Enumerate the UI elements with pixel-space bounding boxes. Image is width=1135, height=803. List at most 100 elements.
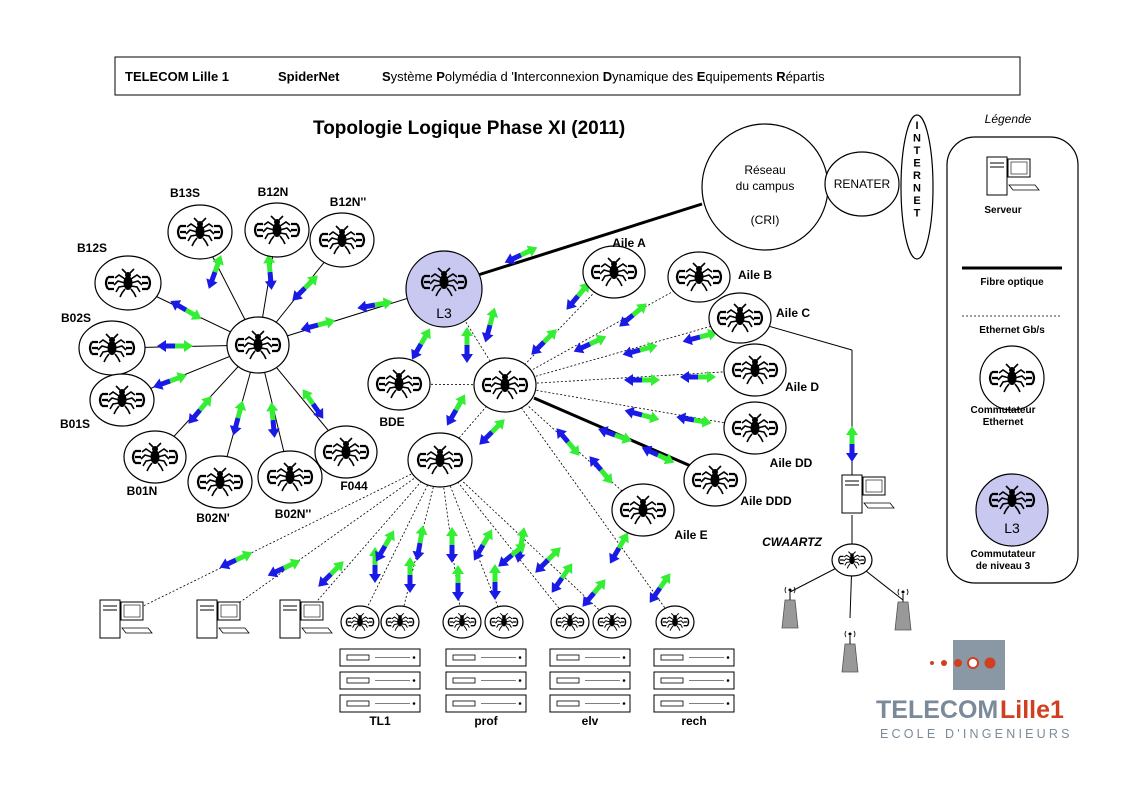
server-rack-icon	[549, 694, 631, 713]
label-aile-e: Aile E	[674, 528, 707, 542]
double-arrow-icon	[527, 325, 561, 359]
switch-aile-a[interactable]	[582, 245, 646, 299]
internet-letter: E	[913, 195, 920, 207]
label-bde: BDE	[379, 415, 404, 429]
switch-aile-e[interactable]	[611, 483, 675, 537]
acronym-initial: I	[514, 69, 518, 84]
switch-tl1-a[interactable]	[340, 605, 380, 639]
switch-prof-a[interactable]	[442, 605, 482, 639]
double-arrow-icon	[468, 526, 498, 564]
switch-cwaartz[interactable]	[831, 543, 873, 577]
node-labels: B13S B12N B12N'' B12S B02S B01S B01N B02…	[60, 185, 823, 549]
double-arrow-icon	[299, 314, 337, 336]
switch-b02s[interactable]	[78, 320, 146, 376]
logo-subtitle: ECOLE D'INGENIEURS	[880, 727, 1073, 741]
legend-l3-line-2: de niveau 3	[976, 561, 1031, 572]
double-arrow-icon	[846, 426, 858, 462]
double-arrow-icon	[577, 575, 611, 611]
legend-title: Légende	[985, 112, 1032, 126]
label-b13s: B13S	[170, 186, 200, 200]
internet-letter: I	[915, 120, 918, 132]
server-rack-icon	[445, 648, 527, 667]
acronym-initial: S	[382, 69, 391, 84]
switch-b12n[interactable]	[244, 202, 310, 258]
server-rack-icon	[653, 648, 735, 667]
legend-ethernet-label: Ethernet Gb/s	[979, 325, 1045, 336]
server-rack-icon	[339, 648, 421, 667]
logo-square	[953, 640, 1005, 690]
switch-bde[interactable]	[367, 357, 431, 411]
double-arrow-icon	[183, 392, 217, 428]
acronym-rest: quipements	[705, 69, 776, 84]
switch-b02n2[interactable]	[257, 450, 323, 504]
acronym-rest: épartis	[786, 69, 826, 84]
campus-line-2: du campus	[736, 179, 795, 193]
internet-letter: N	[913, 133, 921, 145]
label-b12n: B12N	[258, 185, 289, 199]
group-label-rech: rech	[681, 714, 706, 728]
switch-f044[interactable]	[314, 425, 378, 479]
internet-letter: T	[914, 208, 921, 220]
switch-elv-a[interactable]	[550, 605, 590, 639]
renater-cloud	[824, 151, 900, 217]
switch-b12n2[interactable]	[309, 212, 375, 268]
campus-line-4: (CRI)	[751, 213, 780, 227]
switch-b-hub[interactable]	[226, 316, 290, 374]
switch-aile-d[interactable]	[723, 343, 787, 397]
logo-brand-a: TELECOM	[876, 696, 998, 724]
switch-aile-b[interactable]	[667, 251, 731, 303]
switch-b01s[interactable]	[89, 373, 155, 427]
switch-aile-dd[interactable]	[723, 401, 787, 455]
computer-icon	[196, 599, 250, 639]
double-arrow-icon	[297, 385, 329, 423]
legend-fiber-label: Fibre optique	[980, 277, 1044, 288]
switch-rech-a[interactable]	[655, 605, 695, 639]
header-school: TELECOM Lille 1	[125, 69, 229, 84]
computer-icon	[279, 599, 333, 639]
double-arrow-icon	[356, 295, 394, 315]
group-label-tl1: TL1	[369, 714, 391, 728]
double-arrow-icon	[446, 527, 458, 563]
acronym-rest: ynamique des	[612, 69, 697, 84]
fiber-l3-campus	[477, 202, 703, 277]
switch-aile-c[interactable]	[708, 292, 772, 344]
switch-b12s[interactable]	[94, 255, 162, 311]
double-arrow-icon	[452, 565, 464, 601]
server-racks	[339, 648, 735, 713]
double-arrow-icon	[265, 554, 303, 582]
label-b12n2: B12N''	[330, 195, 367, 209]
label-b01s: B01S	[60, 417, 90, 431]
double-arrow-icon	[410, 524, 430, 562]
switch-elv-b[interactable]	[592, 605, 632, 639]
label-b02s: B02S	[61, 311, 91, 325]
switch-tl1-b[interactable]	[380, 605, 420, 639]
internet-letter: T	[914, 145, 921, 157]
switch-b02n1[interactable]	[187, 455, 253, 509]
renater-label: RENATER	[834, 177, 891, 191]
double-arrow-icon	[571, 330, 609, 358]
label-b02n2: B02N''	[275, 507, 312, 521]
switch-b13s[interactable]	[167, 204, 233, 260]
computer-icon	[841, 474, 895, 514]
antenna-icon	[841, 630, 859, 673]
double-arrow-icon	[675, 410, 713, 430]
acronym-rest: olymédia d '	[445, 69, 514, 84]
server-rack-icon	[549, 648, 631, 667]
switch-aile-ddd[interactable]	[683, 453, 747, 507]
switch-b01n[interactable]	[123, 430, 187, 484]
label-aile-dd: Aile DD	[770, 456, 813, 470]
group-label-prof: prof	[474, 714, 498, 728]
switch-core[interactable]	[473, 357, 537, 413]
legend-l3-line-1: Commutateur	[970, 549, 1035, 560]
group-label-elv: elv	[582, 714, 599, 728]
switch-dist[interactable]	[407, 432, 473, 488]
double-arrow-icon	[217, 546, 255, 574]
label-b02n1: B02N'	[196, 511, 230, 525]
double-arrow-icon	[167, 295, 205, 325]
label-cwaartz: CWAARTZ	[762, 535, 822, 549]
telecom-lille1-logo: TELECOM Lille1 ECOLE D'INGENIEURS	[876, 640, 1073, 741]
double-arrow-icon	[615, 298, 651, 332]
l3-label: L3	[436, 305, 452, 321]
double-arrow-icon	[479, 306, 501, 344]
switch-prof-b[interactable]	[484, 605, 524, 639]
